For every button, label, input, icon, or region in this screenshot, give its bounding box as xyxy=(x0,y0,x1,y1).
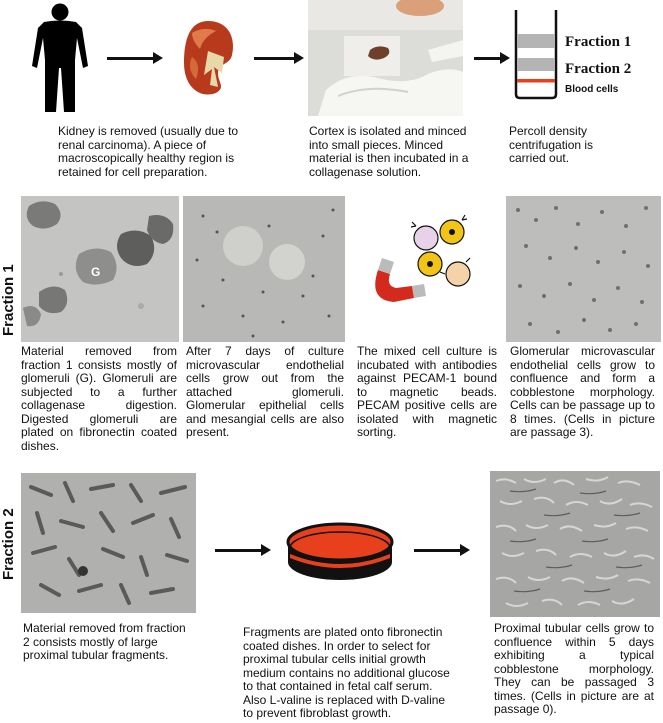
fraction2-caption-1: Material removed from fraction 2 consist… xyxy=(23,621,186,662)
magnet-icon xyxy=(366,210,506,310)
glomeruli-micrograph xyxy=(21,196,179,342)
arrow-5 xyxy=(414,544,470,556)
fraction2-band-label: Fraction 2 xyxy=(565,61,632,77)
human-silhouette-icon xyxy=(20,2,100,114)
outgrowth-micrograph xyxy=(183,196,345,342)
arrow-4 xyxy=(215,544,271,556)
fraction1-band-label: Fraction 1 xyxy=(565,34,632,50)
fraction1-caption-4: Glomerular microvascular endothelial cel… xyxy=(510,344,655,439)
arrow-2 xyxy=(254,52,304,64)
arrow-1 xyxy=(107,52,163,64)
step2-caption: Cortex is isolated and minced into small… xyxy=(309,124,469,179)
step1-caption: Kidney is removed (usually due to renal … xyxy=(58,124,239,179)
arrow-3 xyxy=(474,52,510,64)
blood-cells-label: Blood cells xyxy=(565,84,619,95)
fraction1-caption-3: The mixed cell culture is incubated with… xyxy=(357,344,497,439)
fraction2-caption-2: Fragments are plated onto fibronectin co… xyxy=(243,625,450,720)
fraction1-caption-1: Material removed from fraction 1 consist… xyxy=(21,344,177,453)
fraction1-caption-2: After 7 days of culture microvascular en… xyxy=(186,344,344,439)
fraction1-side-label: Fraction 1 xyxy=(0,264,17,336)
fraction2-caption-3: Proximal tubular cells grow to confluenc… xyxy=(494,621,654,716)
glomerulus-marker: G xyxy=(91,265,101,279)
fraction2-side-label: Fraction 2 xyxy=(0,508,17,580)
tubular-fragments-micrograph xyxy=(21,473,196,613)
petri-dish-icon xyxy=(284,516,396,588)
confluent-endothelial-micrograph xyxy=(506,196,661,342)
kidney-icon xyxy=(178,17,238,97)
gloved-hand-photo xyxy=(308,0,463,116)
step3-caption: Percoll density centrifugation is carrie… xyxy=(509,124,594,165)
proximal-tubular-micrograph xyxy=(490,471,660,617)
centrifuge-tube-icon xyxy=(512,8,560,100)
